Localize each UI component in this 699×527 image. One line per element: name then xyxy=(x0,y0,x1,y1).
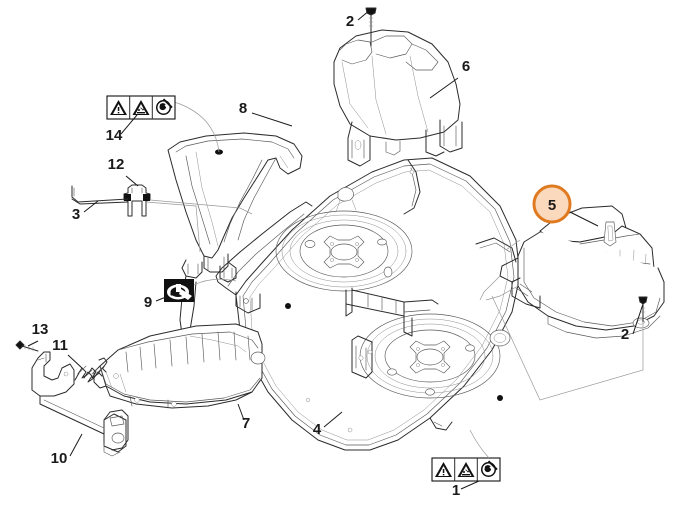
callout-7: 7 xyxy=(242,415,250,432)
no-entry-blade-icon xyxy=(481,460,498,477)
rod-pin[interactable] xyxy=(71,185,129,205)
highlight-circle-5 xyxy=(532,184,572,224)
warning-decal-upper[interactable] xyxy=(106,95,176,120)
screw-upper[interactable] xyxy=(365,7,377,47)
leader-7 xyxy=(237,403,245,421)
leader-3 xyxy=(83,200,99,213)
warning-triangle-debris-icon xyxy=(457,462,475,477)
warning-triangle-exclamation-icon xyxy=(435,462,452,477)
screw-lower-right[interactable] xyxy=(638,296,648,323)
callout-14: 14 xyxy=(106,127,123,144)
leader-12 xyxy=(125,175,139,187)
callout-11: 11 xyxy=(52,337,68,354)
no-entry-blade-icon xyxy=(156,98,173,115)
callout-13: 13 xyxy=(32,321,49,338)
leader-2-upper xyxy=(357,9,371,21)
mulching-plug[interactable] xyxy=(93,323,266,409)
mower-deck-shell[interactable] xyxy=(215,157,521,451)
callout-2-lower: 2 xyxy=(621,326,629,343)
callout-6: 6 xyxy=(462,58,470,75)
leader-13 xyxy=(27,340,39,347)
callout-10: 10 xyxy=(51,450,68,467)
callout-8: 8 xyxy=(239,100,247,117)
tension-spring[interactable] xyxy=(74,357,108,383)
callout-3: 3 xyxy=(72,206,80,223)
callout-2-upper: 2 xyxy=(346,13,354,30)
callout-9: 9 xyxy=(144,294,152,311)
clip-bracket[interactable] xyxy=(123,184,151,217)
side-discharge-cover[interactable] xyxy=(499,205,665,339)
leader-8 xyxy=(251,112,293,127)
callout-1: 1 xyxy=(452,482,460,499)
warning-decal-lower[interactable] xyxy=(431,457,501,482)
screw-small[interactable] xyxy=(15,340,39,352)
callout-5: 5 xyxy=(548,197,556,214)
warning-triangle-debris-icon xyxy=(132,100,150,115)
leader-10 xyxy=(69,433,83,457)
callout-4: 4 xyxy=(313,421,322,438)
warning-triangle-exclamation-icon xyxy=(110,100,127,115)
callout-12: 12 xyxy=(108,156,125,173)
belt-guard-cover[interactable] xyxy=(333,29,463,167)
bracket-plate[interactable] xyxy=(31,351,129,457)
leader-6 xyxy=(429,77,459,99)
blade-spindle-upper xyxy=(275,210,413,292)
small-decal[interactable] xyxy=(164,279,194,302)
leader-4 xyxy=(323,411,343,428)
leader-5 xyxy=(569,211,599,227)
blade-spindle-lower xyxy=(359,313,511,399)
leader-11 xyxy=(67,354,83,369)
leader-2-lower xyxy=(632,303,644,335)
